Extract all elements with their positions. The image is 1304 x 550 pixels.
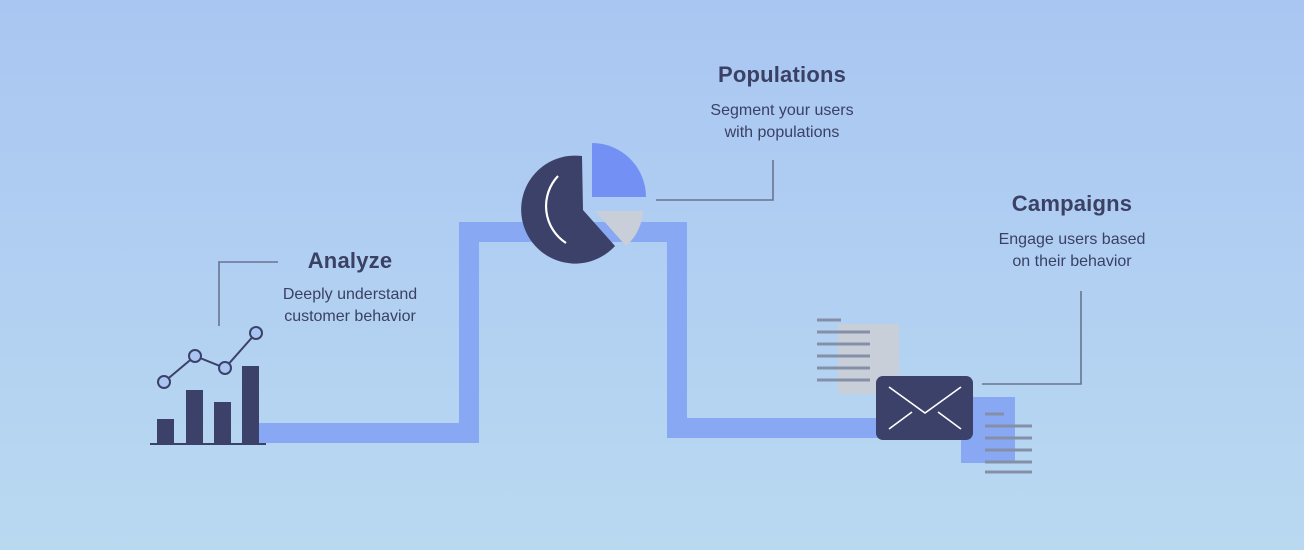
trend-point: [188, 349, 202, 363]
trend-line: [163, 332, 257, 383]
bar-chart-bar: [186, 390, 203, 444]
bar-chart-bar: [242, 366, 259, 444]
document-text-lines: [985, 412, 1032, 474]
pie-chart-icon: [521, 143, 646, 264]
campaigns-description-line: on their behavior: [1012, 253, 1132, 270]
populations-description-line: Segment your users: [710, 102, 854, 119]
pie-slice-gray: [595, 211, 643, 246]
populations-title: Populations: [717, 62, 847, 87]
campaigns-title: Campaigns: [1011, 191, 1133, 216]
trend-point: [249, 326, 263, 340]
bar-chart-bar: [214, 402, 231, 444]
envelope-fold: [937, 411, 962, 430]
analyze-step: Analyze Deeply understand customer behav…: [262, 248, 438, 328]
populations-connector-line: [656, 160, 774, 201]
campaigns-description-line: Engage users based: [998, 231, 1146, 248]
envelope-icon: [817, 318, 1032, 474]
analyze-title: Analyze: [307, 248, 393, 273]
populations-description: Segment your users with populations: [682, 100, 882, 144]
analyze-description: Deeply understand customer behavior: [262, 284, 438, 328]
analyze-description-line: customer behavior: [284, 308, 416, 325]
analyze-description-line: Deeply understand: [282, 286, 418, 303]
bar-chart-icon: [150, 326, 266, 445]
analyze-connector-line: [218, 261, 278, 326]
bar-chart-bar: [157, 419, 174, 444]
campaigns-step: Campaigns Engage users based on their be…: [982, 191, 1162, 273]
envelope-flap: [888, 386, 962, 414]
envelope-body: [876, 376, 973, 440]
populations-description-line: with populations: [724, 124, 840, 141]
trend-point: [218, 361, 232, 375]
document-text-lines: [817, 318, 870, 382]
populations-step: Populations Segment your users with popu…: [682, 62, 882, 144]
pie-slice-dark: [521, 155, 615, 264]
trend-point: [157, 375, 171, 389]
campaigns-connector-line: [982, 291, 1082, 385]
pie-slice-accent: [592, 143, 646, 197]
campaigns-description: Engage users based on their behavior: [982, 229, 1162, 273]
envelope-fold: [888, 411, 913, 430]
pie-slice-inner-arc: [544, 175, 567, 244]
